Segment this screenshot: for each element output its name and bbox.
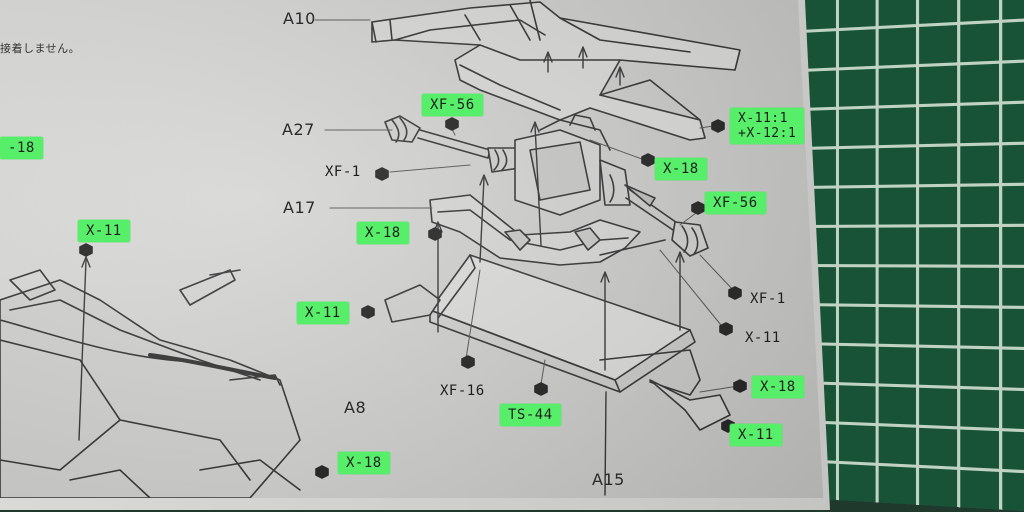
tag-xf1-left: XF-1: [325, 164, 361, 180]
tag-xf56-top: XF-56: [422, 94, 483, 116]
mix-line-1: X-11:1: [738, 111, 788, 126]
mix-line-2: +X-12:1: [738, 126, 797, 141]
skidplate-a15: [429, 254, 701, 396]
leader-lines: [314, 19, 746, 393]
label-a10: A10: [283, 9, 316, 28]
tag-x11-mid: X-11: [297, 302, 349, 324]
tag-x11-left: X-11: [78, 220, 130, 242]
tag-x11-right: X-11: [745, 330, 781, 346]
note-japanese: 接着しません。: [0, 42, 81, 55]
label-a17: A17: [283, 198, 316, 217]
assembly-arrows: [78, 46, 685, 496]
chassis-fragment: [0, 269, 301, 498]
tag-x18-left-edge: -18: [0, 137, 43, 159]
tag-x18-right-lower: X-18: [752, 376, 804, 398]
label-a8: A8: [344, 398, 367, 417]
tag-xf1-right: XF-1: [750, 291, 786, 307]
tag-x11-bottom-right: X-11: [730, 424, 782, 446]
tag-x18-right-upper: X-18: [655, 158, 707, 180]
tag-x11-x12-mix: X-11:1 +X-12:1: [730, 108, 805, 144]
suspension-diagram: [0, 0, 747, 498]
tag-xf16: XF-16: [440, 383, 485, 399]
tag-ts44: TS-44: [500, 404, 561, 426]
driveshaft-left: [384, 115, 521, 173]
tag-x18-bottom: X-18: [338, 452, 390, 474]
label-a15: A15: [592, 470, 625, 489]
driveshaft-right: [625, 189, 709, 257]
frame-a10: [371, 0, 741, 141]
label-a27: A27: [282, 120, 315, 139]
tag-xf56-right: XF-56: [705, 192, 766, 214]
screw-icons: [79, 117, 747, 479]
tag-x18-mid-left: X-18: [357, 222, 409, 244]
